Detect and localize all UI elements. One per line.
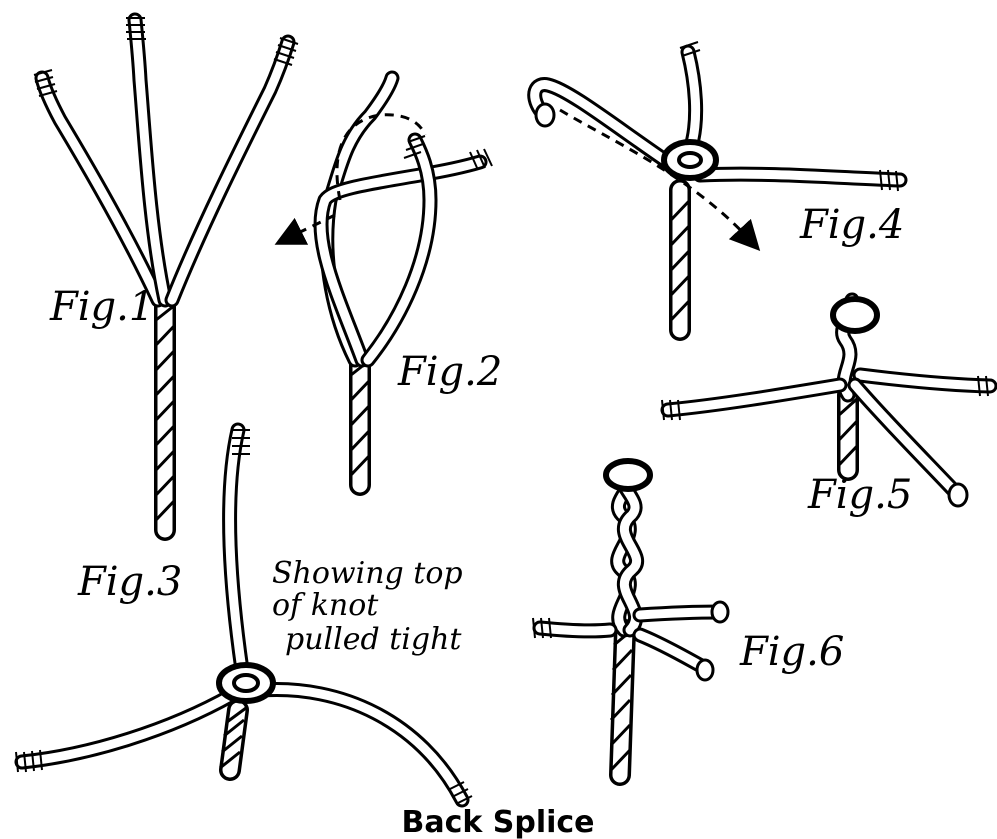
figure-2-label: Fig.2 [397,349,502,395]
figure-1-illustration [34,18,298,530]
annotation-line-2: of knot [272,588,379,623]
figure-2-illustration [288,78,492,485]
figure-4-illustration [535,42,900,330]
figure-1-label: Fig.1 [49,284,154,330]
diagram-title: Back Splice [401,805,594,839]
figure-5-label: Fig.5 [807,472,912,518]
figure-3-label: Fig.3 [77,559,182,605]
figure-6-label: Fig.6 [739,629,844,675]
annotation-line-3: pulled tight [285,622,462,657]
annotation-line-1: Showing top [272,556,463,591]
figure-6-illustration [533,461,728,775]
figure-4-label: Fig.4 [799,202,904,248]
figure-3-illustration [16,430,472,804]
